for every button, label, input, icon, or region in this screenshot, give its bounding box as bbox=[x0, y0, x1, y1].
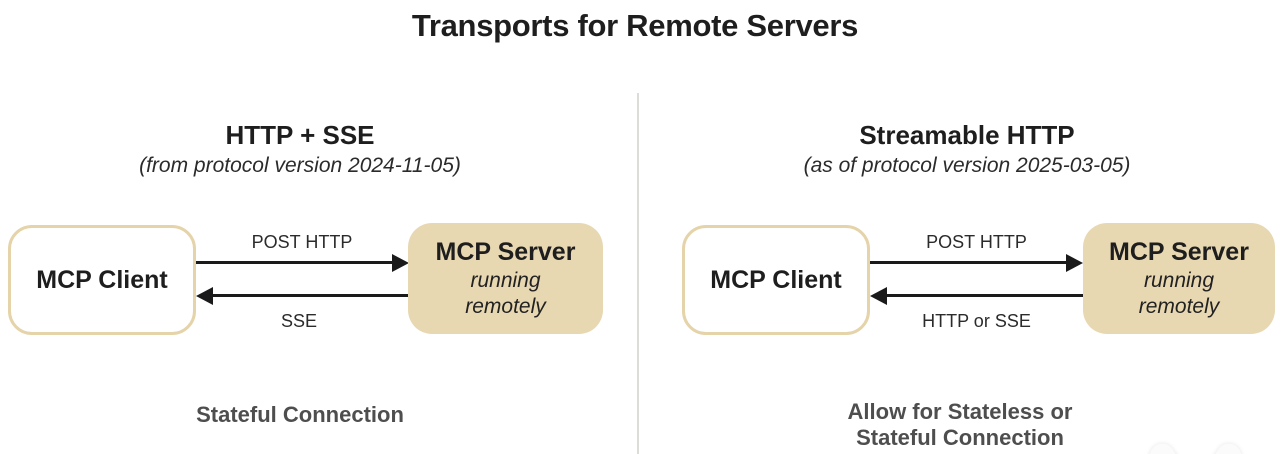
panel-heading: HTTP + SSE (from protocol version 2024-1… bbox=[0, 120, 600, 179]
request-arrow-line bbox=[196, 261, 394, 264]
mcp-server-note: running remotely bbox=[465, 268, 546, 318]
watermark-logo-icon bbox=[1144, 430, 1248, 454]
request-arrowhead-icon bbox=[392, 254, 409, 272]
mcp-server-label: MCP Server bbox=[435, 237, 576, 266]
panel-heading-title: HTTP + SSE bbox=[225, 120, 375, 150]
response-arrowhead-icon bbox=[870, 287, 887, 305]
mcp-server-node: MCP Server running remotely bbox=[408, 223, 603, 334]
panel-caption-text: Allow for Stateless or Stateful Connecti… bbox=[847, 399, 1073, 450]
panel-divider bbox=[637, 93, 639, 454]
panel-heading: Streamable HTTP (as of protocol version … bbox=[642, 120, 1281, 179]
response-arrowhead-icon bbox=[196, 287, 213, 305]
panel-heading-subtitle: (as of protocol version 2025-03-05) bbox=[803, 154, 1131, 177]
page-title: Transports for Remote Servers bbox=[411, 8, 859, 43]
panel-caption-text: Stateful Connection bbox=[196, 402, 404, 427]
response-arrow-label: SSE bbox=[280, 311, 318, 331]
response-arrow-line bbox=[886, 294, 1083, 297]
request-arrowhead-icon bbox=[1066, 254, 1083, 272]
mcp-server-node: MCP Server running remotely bbox=[1083, 223, 1275, 334]
response-arrow-label: HTTP or SSE bbox=[922, 311, 1031, 331]
request-arrow-label: POST HTTP bbox=[251, 232, 353, 252]
mcp-server-label: MCP Server bbox=[1109, 237, 1249, 266]
panel-caption: Stateful Connection bbox=[0, 402, 600, 428]
panel-heading-subtitle: (from protocol version 2024-11-05) bbox=[139, 154, 461, 177]
panel-caption: Allow for Stateless or Stateful Connecti… bbox=[642, 399, 1278, 451]
request-arrow-line bbox=[870, 261, 1068, 264]
panel-heading-title: Streamable HTTP bbox=[859, 120, 1075, 150]
mcp-client-node: MCP Client bbox=[682, 225, 870, 335]
response-arrow-line bbox=[212, 294, 408, 297]
request-arrow-label: POST HTTP bbox=[926, 232, 1027, 252]
panel-streamable-http: Streamable HTTP (as of protocol version … bbox=[642, 0, 1281, 454]
mcp-server-note: running remotely bbox=[1138, 268, 1220, 318]
mcp-client-label: MCP Client bbox=[710, 265, 842, 294]
watermark-stroke bbox=[1186, 438, 1247, 454]
panel-http-sse: HTTP + SSE (from protocol version 2024-1… bbox=[0, 0, 638, 454]
mcp-client-node: MCP Client bbox=[8, 225, 196, 335]
mcp-client-label: MCP Client bbox=[36, 265, 168, 294]
watermark-stroke bbox=[1144, 438, 1205, 454]
